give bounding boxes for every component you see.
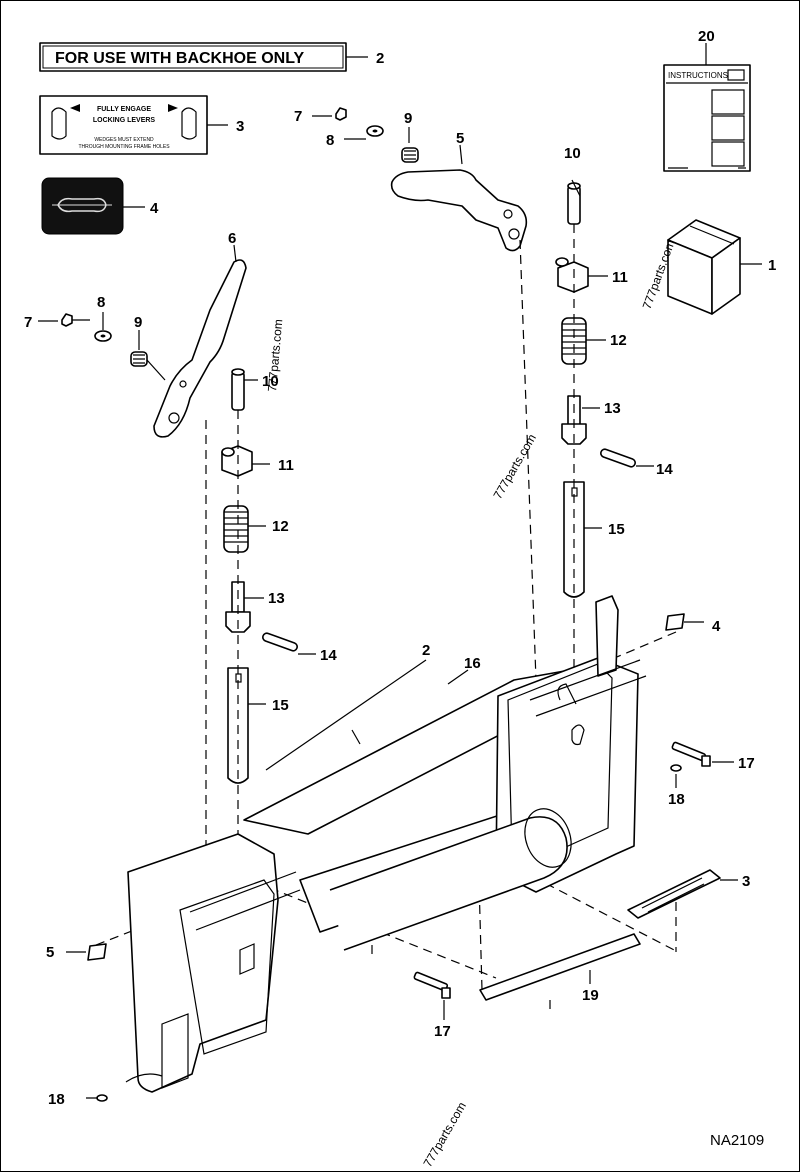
- callout-12-left: 12: [272, 518, 289, 535]
- block-left: [221, 445, 253, 477]
- locking-lever-left: [153, 259, 247, 438]
- callout-2-frame: 2: [422, 642, 430, 659]
- callout-17-left: 17: [434, 1023, 451, 1040]
- decal-locking-line1: FULLY ENGAGE: [97, 106, 151, 113]
- washer-left: [94, 330, 112, 342]
- callout-19: 19: [582, 987, 599, 1004]
- callout-3-decal: 3: [236, 118, 244, 135]
- callout-14-left: 14: [320, 647, 337, 664]
- bolt-right: [671, 741, 711, 767]
- decal-locking-line3: WEDGES MUST EXTEND: [94, 137, 154, 143]
- callout-1: 1: [768, 257, 776, 274]
- decal-locking-line2: LOCKING LEVERS: [93, 117, 156, 124]
- callout-12-right: 12: [610, 332, 627, 349]
- callout-10-left: 10: [262, 373, 279, 390]
- callout-13-right: 13: [604, 400, 621, 417]
- callout-15-left: 15: [272, 697, 289, 714]
- nut-right: [335, 107, 347, 121]
- watermark-1: 777parts.com: [265, 319, 285, 393]
- callout-10-right: 10: [564, 145, 581, 162]
- callout-4-frame: 4: [712, 618, 721, 635]
- callout-numbers: 2 3 4 20 1 6 5 7 8 9 7 8 9 10 11 12 13 1…: [24, 28, 776, 1108]
- washer-right: [366, 125, 384, 137]
- nut-frame-right: [670, 764, 682, 772]
- rollpin-right: [600, 448, 636, 468]
- callout-4-decal: 4: [150, 200, 159, 217]
- watermark-4: 777parts.com: [420, 1100, 468, 1170]
- callout-8-left: 8: [97, 294, 105, 311]
- callout-13-left: 13: [268, 590, 285, 607]
- callout-9-left: 9: [134, 314, 142, 331]
- decal-backhoe: FOR USE WITH BACKHOE ONLY: [39, 42, 347, 72]
- spring-right: [561, 317, 587, 365]
- callout-11-right: 11: [612, 269, 628, 286]
- decal-strip: [479, 933, 641, 1001]
- decal-locking-levers: FULLY ENGAGE LOCKING LEVERS WEDGES MUST …: [39, 95, 208, 155]
- instructions-label: INSTRUCTIONS: [668, 71, 728, 80]
- pin-left: [231, 368, 245, 411]
- nut-frame-left: [96, 1094, 108, 1102]
- serial-plate: [627, 869, 721, 919]
- mounting-frame: [125, 595, 647, 1093]
- locking-lever-right: [390, 169, 528, 252]
- callout-16: 16: [464, 655, 481, 672]
- callout-20: 20: [698, 28, 715, 45]
- callout-3-plate: 3: [742, 873, 750, 890]
- decal-square-left: [87, 943, 107, 961]
- callout-7-right: 7: [294, 108, 302, 125]
- parts-box: [667, 219, 741, 315]
- callout-18-right: 18: [668, 791, 685, 808]
- pin-right: [567, 182, 581, 225]
- callout-11-left: 11: [278, 457, 294, 474]
- decal-locking-line4: THROUGH MOUNTING FRAME HOLES: [78, 144, 170, 150]
- watermark-2: 777parts.com: [490, 432, 538, 502]
- decal-badge: [41, 177, 124, 235]
- spring-small-left: [130, 351, 148, 367]
- spring-small-right: [401, 147, 419, 163]
- callout-14-right: 14: [656, 461, 673, 478]
- decal-square-right: [665, 613, 685, 631]
- callout-5-frame: 5: [46, 944, 54, 961]
- callout-5-lever: 5: [456, 130, 464, 147]
- decal-backhoe-text: FOR USE WITH BACKHOE ONLY: [55, 50, 305, 67]
- instructions-manual: INSTRUCTIONS: [663, 64, 751, 172]
- block-right: [555, 257, 589, 293]
- rollpin-left: [262, 632, 298, 652]
- bolt-left: [413, 971, 451, 999]
- callout-17-right: 17: [738, 755, 755, 772]
- callout-2-decal: 2: [376, 50, 384, 67]
- callout-6: 6: [228, 230, 236, 247]
- callout-15-right: 15: [608, 521, 625, 538]
- callout-18-left: 18: [48, 1091, 65, 1108]
- diagram-code: NA2109: [710, 1132, 764, 1149]
- callout-8-right: 8: [326, 132, 334, 149]
- spring-left: [223, 505, 249, 553]
- callout-9-right: 9: [404, 110, 412, 127]
- nut-left: [61, 313, 73, 327]
- callout-7-left: 7: [24, 314, 32, 331]
